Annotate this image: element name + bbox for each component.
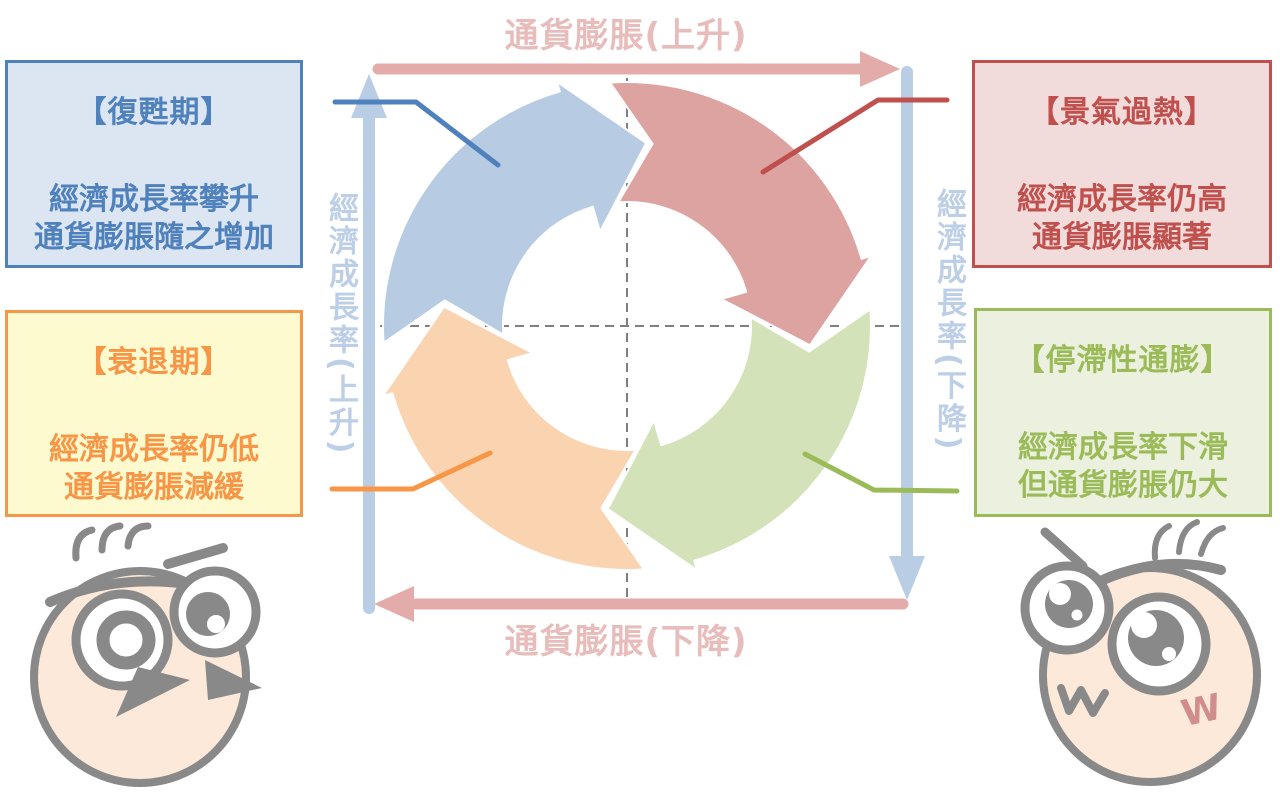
overheating-phase-title: 【景氣過熱】 bbox=[1029, 95, 1215, 130]
recovery-phase-box: 【復甦期】 經濟成長率攀升 通貨膨脹隨之增加 bbox=[5, 60, 303, 268]
growth-falling-label: 經濟成長率(下降) bbox=[931, 188, 966, 453]
left-mascot-right-pupil-highlight bbox=[207, 615, 225, 633]
recession-phase-box: 【衰退期】 經濟成長率仍低 通貨膨脹減緩 bbox=[5, 310, 303, 517]
growth-rising-arrow-head bbox=[351, 74, 387, 118]
stagflation-phase-box: 【停滯性通膨】 經濟成長率下滑 但通貨膨脹仍大 bbox=[974, 308, 1272, 517]
recovery-phase-line1: 經濟成長率攀升 bbox=[49, 182, 259, 217]
left-mascot-right-pupil bbox=[186, 592, 230, 636]
inflation-rising-arrow-head bbox=[860, 51, 900, 87]
recession-phase-line1: 經濟成長率仍低 bbox=[49, 432, 259, 467]
right-mascot-face: W bbox=[1020, 519, 1261, 786]
right-mascot-right-pupil-highlight bbox=[1131, 612, 1157, 638]
recovery-connector-line bbox=[332, 99, 501, 168]
overheating-phase-box: 【景氣過熱】 經濟成長率仍高 通貨膨脹顯著 bbox=[972, 60, 1272, 268]
right-mascot-left-pupil-highlight bbox=[1049, 583, 1071, 605]
left-mascot-beak-upper bbox=[116, 667, 190, 717]
left-mascot-left-pupil bbox=[96, 610, 156, 670]
inflation-falling-label: 通貨膨脹(下降) bbox=[504, 622, 748, 662]
right-mascot-eyelashes bbox=[1151, 519, 1226, 561]
stagflation-phase-line2: 但通貨膨脹仍大 bbox=[1018, 468, 1228, 503]
recovery-phase-line2: 通貨膨脹隨之增加 bbox=[34, 220, 274, 255]
recession-phase-title: 【衰退期】 bbox=[76, 345, 232, 380]
inflation-falling-arrow-head bbox=[374, 586, 414, 622]
right-mascot-right-pupil-highlight-small bbox=[1162, 647, 1176, 661]
stagflation-connector-line bbox=[802, 451, 960, 494]
left-mascot-left-eyebrow bbox=[45, 576, 193, 607]
left-mascot-right-eyebrow bbox=[163, 543, 228, 569]
recession-connector-line bbox=[329, 450, 493, 492]
cycle-segment-stagflation bbox=[606, 308, 872, 572]
recession-phase-line2: 通貨膨脹減緩 bbox=[64, 470, 244, 505]
right-mascot-blush-mark: W bbox=[1178, 687, 1225, 735]
cycle-segment-recession bbox=[381, 305, 645, 571]
overheating-phase-line2: 通貨膨脹顯著 bbox=[1032, 220, 1212, 255]
growth-falling-arrow-head bbox=[889, 556, 925, 600]
overheating-connector-line bbox=[760, 97, 950, 175]
overheating-phase-line1: 經濟成長率仍高 bbox=[1017, 182, 1227, 217]
right-mascot-long-eyebrow bbox=[1098, 558, 1226, 585]
left-mascot-beak-lower bbox=[205, 660, 262, 700]
right-mascot-angry-eyebrow bbox=[1040, 527, 1088, 571]
recovery-phase-title: 【復甦期】 bbox=[76, 95, 232, 130]
cycle-segment-recovery bbox=[382, 80, 648, 344]
right-mascot-left-pupil-highlight-small bbox=[1071, 609, 1083, 621]
cycle-segment-overheating bbox=[609, 81, 873, 347]
stagflation-phase-title: 【停滯性通膨】 bbox=[1014, 343, 1232, 378]
growth-rising-label: 經濟成長率(上升) bbox=[323, 192, 358, 457]
left-mascot-hair bbox=[72, 522, 152, 562]
inflation-rising-label: 通貨膨脹(上升) bbox=[504, 16, 748, 56]
left-mascot-face bbox=[30, 522, 262, 787]
right-mascot-squiggle-mouth bbox=[1057, 684, 1109, 717]
stagflation-phase-line1: 經濟成長率下滑 bbox=[1018, 430, 1228, 465]
